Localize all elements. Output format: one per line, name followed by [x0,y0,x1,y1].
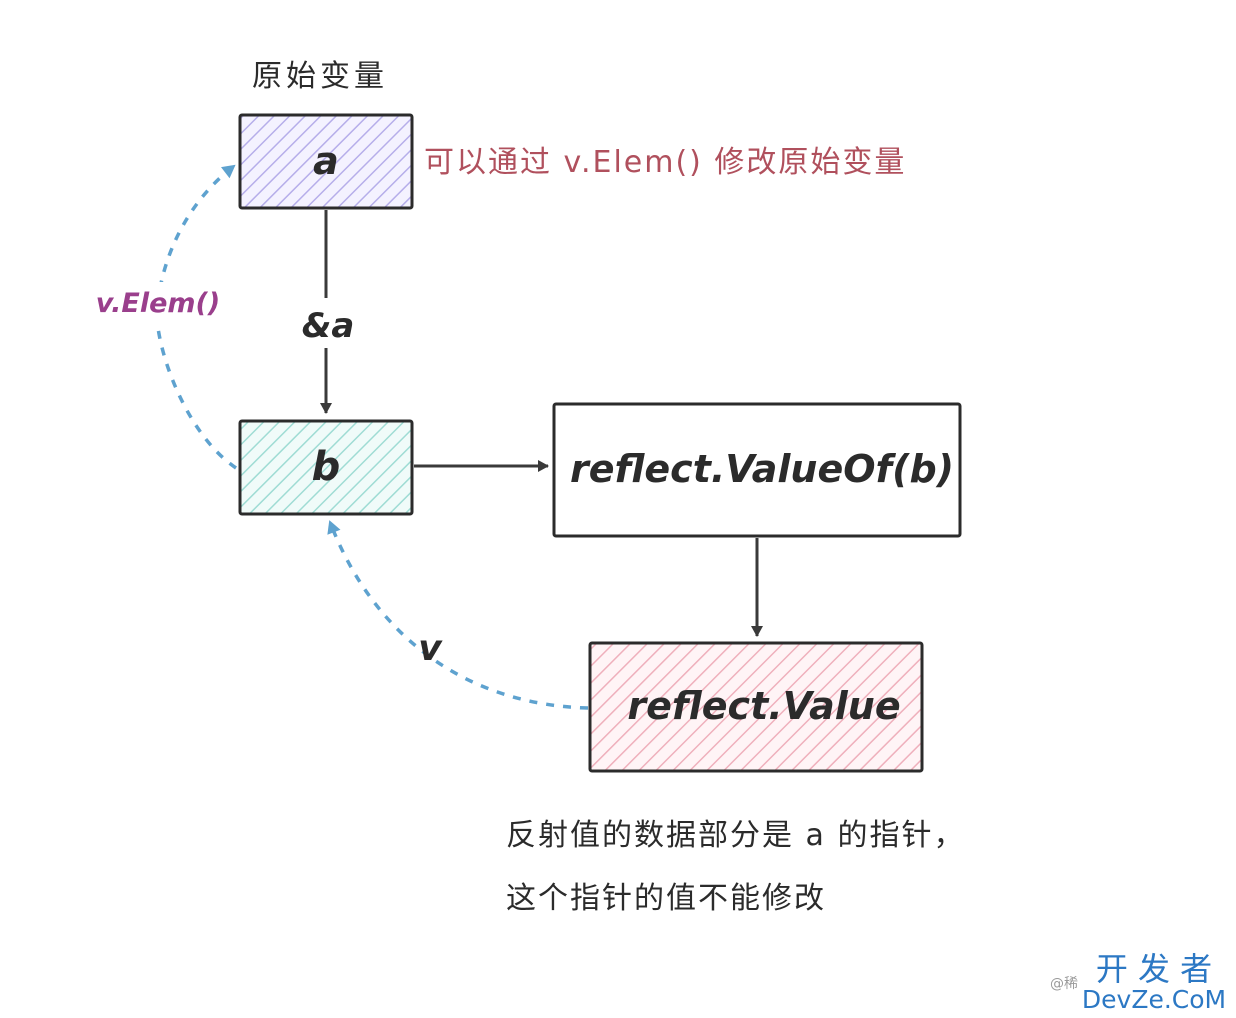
edge-v-to-b-label: v [418,628,443,669]
node-reflect-value-label: reflect.Value [627,684,900,728]
edge-v-to-b [327,520,589,710]
edge-elem-label-bg [92,282,226,326]
node-reflect-value: reflect.Value [588,641,924,773]
node-b-label: b [312,444,341,490]
node-reflect-value-box [588,641,924,773]
watermark-line2: DevZe.CoM [1082,985,1226,1014]
diagram-title: 原始变量 [252,59,388,94]
node-b-box [238,419,414,516]
node-valueof-label: reflect.ValueOf(b) [570,447,954,491]
node-a: a [238,113,414,210]
bottom-note-line2: 这个指针的值不能修改 [506,881,826,916]
watermark-at: @稀 [1050,976,1078,992]
bottom-note-line1: 反射值的数据部分是 a 的指针， [506,818,965,853]
watermark: @稀 开 发 者 DevZe.CoM [1050,950,1226,1014]
node-valueof: reflect.ValueOf(b) [552,402,962,538]
edge-a-to-b-label-bg [296,298,360,348]
edge-elem-to-a-label: v.Elem() [96,288,220,319]
edge-a-to-b-label: &a [302,306,355,346]
node-a-label: a [313,139,339,183]
node-b: b [238,419,414,516]
node-valueof-box [552,402,962,538]
modify-note: 可以通过 v.Elem() 修改原始变量 [424,145,906,180]
watermark-line1: 开 发 者 [1096,950,1212,988]
node-a-box [238,113,414,210]
